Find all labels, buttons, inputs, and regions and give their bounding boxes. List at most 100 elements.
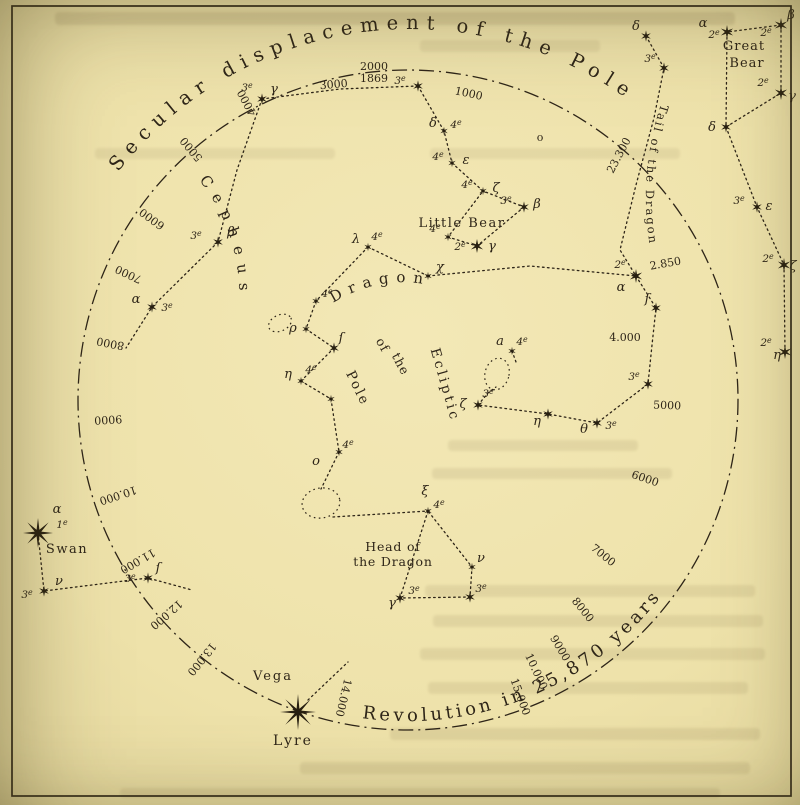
dragon-coil-loop — [268, 313, 292, 333]
magnitude-label: 3e — [21, 588, 33, 601]
magnitude-label: 3e — [605, 419, 617, 432]
bleed-through-line — [390, 728, 760, 740]
star-name-label: ſ — [155, 561, 163, 576]
year-label: 14.000 — [333, 678, 354, 718]
star-name-label: λ — [351, 232, 360, 247]
star-name-label: α — [132, 292, 141, 307]
star — [643, 378, 653, 390]
magnitude-label: 2e — [453, 240, 466, 253]
constellation-line — [300, 380, 332, 400]
bleed-through-line — [448, 440, 638, 451]
star — [395, 592, 405, 604]
precession-circle — [77, 69, 739, 731]
bleed-through-line — [425, 585, 755, 597]
constellation-line — [261, 85, 419, 100]
year-label: 1000 — [454, 84, 484, 103]
label-lyre: Lyre — [273, 733, 313, 749]
magnitude-label: 4e — [304, 363, 317, 376]
magnitude-label: 3e — [190, 229, 202, 242]
star — [468, 562, 476, 572]
magnitude-label: 2e — [756, 76, 769, 89]
star-name-label: ρ — [288, 321, 297, 336]
magnitude-label: 4e — [370, 230, 383, 243]
magnitude-label: 3e — [241, 81, 253, 94]
star — [592, 417, 602, 429]
star-name-label: ν — [55, 574, 63, 589]
star — [448, 158, 456, 168]
constellation-line — [446, 190, 525, 247]
year-label: 9000 — [94, 412, 123, 426]
star-name-label: δ — [429, 116, 437, 131]
star — [774, 86, 788, 100]
dragon-tail-label: Tail of the Dragon — [643, 103, 672, 244]
star-name-label: γ — [270, 82, 278, 97]
magnitude-label: 2e — [613, 258, 626, 271]
star — [440, 126, 448, 136]
star-name-label: γ — [488, 239, 496, 254]
star — [519, 201, 529, 213]
star — [543, 408, 553, 420]
star — [470, 239, 484, 253]
magnitude-label: 4e — [515, 335, 528, 348]
constellation-line — [305, 328, 335, 349]
star — [774, 18, 788, 32]
star — [629, 269, 643, 283]
star — [147, 301, 157, 313]
star — [721, 121, 731, 133]
bleed-through-line — [420, 648, 765, 660]
star-name-label: ξ — [421, 484, 429, 499]
dragon-label: Dragon — [326, 268, 429, 306]
magnitude-label: 2e — [759, 336, 772, 349]
year-label: 11.000 — [118, 546, 158, 577]
label-bear: Bear — [729, 56, 764, 71]
magnitude-label: 4e — [320, 287, 333, 300]
label-head-of: Head of — [365, 539, 421, 554]
magnitude-label: 3e — [733, 194, 745, 207]
magnitude-label: 4e — [460, 178, 473, 191]
year-label: 7000 — [113, 262, 144, 286]
star-name-label: ε — [463, 153, 470, 168]
year-label: 13.000 — [185, 640, 219, 678]
star — [143, 572, 153, 584]
star — [297, 376, 305, 386]
year-label: 10.000 — [98, 483, 139, 507]
star — [329, 342, 339, 354]
year-label: 5000 — [653, 399, 681, 413]
dragon-coil-loop — [301, 487, 341, 519]
star — [424, 506, 432, 516]
star — [335, 447, 343, 457]
label-the: the — [389, 350, 413, 378]
constellation-line — [725, 126, 786, 353]
star — [508, 346, 516, 356]
bleed-through-line — [300, 762, 750, 774]
year-label: 12.000 — [148, 597, 186, 632]
star — [302, 324, 310, 334]
label-the-dragon: the Dragon — [353, 554, 432, 569]
label-swan: Swan — [46, 542, 88, 557]
star — [413, 80, 423, 92]
star-name-label: η — [284, 367, 292, 382]
label-pole: Pole — [342, 368, 373, 408]
magnitude-label: 3e — [482, 387, 494, 400]
magnitude-label: 3e — [394, 74, 406, 87]
magnitude-label: 4e — [431, 150, 444, 163]
magnitude-label: 3e — [628, 370, 640, 383]
bleed-through-line — [432, 468, 672, 479]
star — [312, 296, 320, 306]
star-name-label: δ — [632, 19, 640, 34]
star — [364, 242, 372, 252]
star-name-label: γ — [388, 596, 396, 611]
star — [752, 201, 762, 213]
label-little-bear: Little Bear — [419, 216, 506, 231]
magnitude-label: 3e — [408, 584, 420, 597]
year-label: 1869 — [360, 72, 388, 85]
constellation-line — [477, 275, 657, 424]
year-label: 7000 — [588, 541, 618, 569]
star-name-label: δ — [708, 120, 716, 135]
star-name-label: o — [312, 454, 320, 469]
bright-star — [280, 694, 316, 730]
star — [424, 271, 432, 281]
magnitude-label: 4e — [449, 118, 462, 131]
